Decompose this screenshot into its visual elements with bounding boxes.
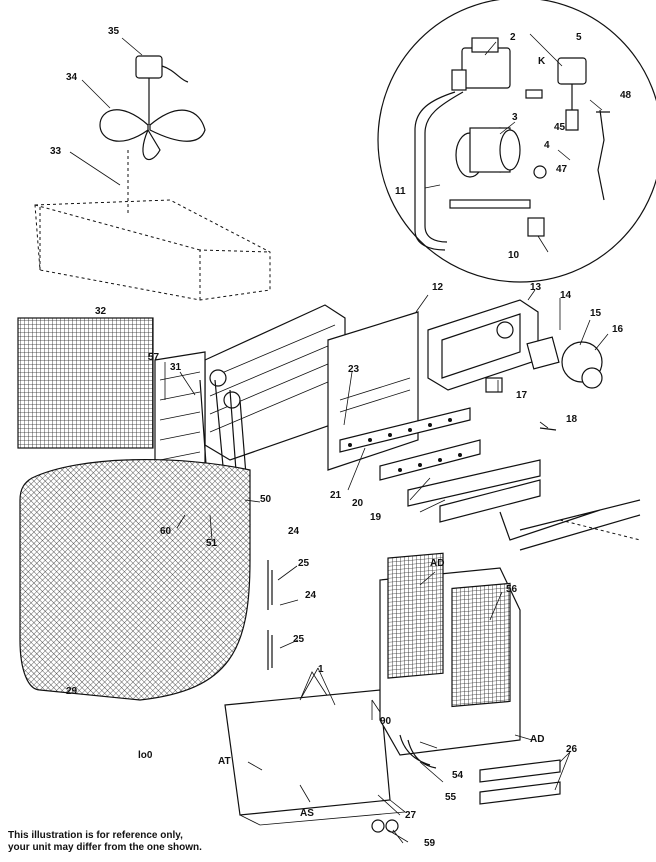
disclaimer-line-2: your unit may differ from the one shown.	[8, 842, 202, 853]
callout-25-lower: 25	[293, 634, 305, 645]
callout-13: 13	[530, 282, 542, 293]
callout-26: 26	[566, 744, 578, 755]
callout-60: 60	[160, 526, 172, 537]
callout-AS: AS	[300, 808, 314, 819]
coil-grille	[17, 317, 154, 449]
callout-12: 12	[432, 282, 444, 293]
callout-59: 59	[424, 838, 436, 849]
callout-18: 18	[566, 414, 578, 425]
fan-blade	[81, 79, 206, 161]
rail-lower	[479, 781, 561, 805]
grommet-right	[385, 819, 399, 833]
callout-54: 54	[452, 770, 464, 781]
callout-50: 50	[260, 494, 272, 505]
callout-24-lower: 24	[305, 590, 317, 601]
hand-annotation: lo0	[138, 750, 153, 761]
callout-1: 1	[318, 664, 324, 675]
callout-AD-lower: AD	[530, 734, 544, 745]
callout-25-upper: 25	[298, 558, 310, 569]
base-pan	[224, 689, 391, 816]
refrigerant-tubes	[199, 379, 251, 526]
callout-AD-upper: AD	[430, 558, 444, 569]
callout-34: 34	[66, 72, 78, 83]
reference-disclaimer: This illustration is for reference only,…	[8, 830, 328, 854]
callout-48: 48	[620, 90, 632, 101]
inset-bracket	[449, 199, 531, 209]
limit-switch	[527, 217, 545, 237]
callout-K: K	[538, 56, 546, 67]
callout-27: 27	[405, 810, 417, 821]
callout-4: 4	[544, 140, 550, 151]
callout-90: 90	[380, 716, 392, 727]
gas-valve-top	[471, 37, 499, 53]
inducer-motor	[485, 336, 603, 393]
gas-valve-inlet	[451, 69, 467, 91]
callout-47: 47	[556, 164, 568, 175]
callout-2: 2	[510, 32, 516, 43]
pressure-switch	[557, 57, 587, 85]
burner-manifolds	[339, 407, 541, 523]
callout-21: 21	[330, 490, 342, 501]
callout-10: 10	[508, 250, 520, 261]
callout-35: 35	[108, 26, 120, 37]
rail-upper	[479, 759, 561, 783]
callout-14: 14	[560, 290, 572, 301]
inducer-housing	[427, 299, 539, 391]
callout-20: 20	[352, 498, 364, 509]
callout-11: 11	[395, 186, 406, 197]
callout-15: 15	[590, 308, 602, 319]
callout-29: 29	[66, 686, 78, 697]
side-bracket-lower	[267, 630, 273, 670]
disclaimer-line-1: This illustration is for reference only,	[8, 830, 183, 841]
gas-valve-inset	[377, 0, 656, 283]
condenser-fan-motor	[121, 37, 189, 125]
filter-frame	[379, 552, 521, 756]
top-cover	[34, 199, 271, 301]
gas-pipe	[414, 91, 456, 251]
callout-19: 19	[370, 512, 382, 523]
callout-32: 32	[95, 306, 107, 317]
callout-AT: AT	[218, 756, 231, 767]
side-bracket	[267, 560, 273, 610]
callout-5: 5	[576, 32, 582, 43]
callout-16: 16	[612, 324, 624, 335]
coil-guard	[19, 459, 251, 701]
heat-exchanger	[204, 304, 346, 461]
callout-55: 55	[445, 792, 457, 803]
callout-57: 57	[148, 352, 160, 363]
callout-31: 31	[170, 362, 182, 373]
gas-manifold-pipe	[499, 499, 641, 551]
callout-3: 3	[512, 112, 518, 123]
callout-56: 56	[506, 584, 518, 595]
callout-51: 51	[206, 538, 218, 549]
grommet-left	[371, 819, 385, 833]
callout-33: 33	[50, 146, 62, 157]
callout-23: 23	[348, 364, 360, 375]
screw	[539, 427, 557, 431]
callout-45: 45	[554, 122, 566, 133]
drain-tube	[399, 734, 437, 769]
callout-17: 17	[516, 390, 528, 401]
callout-24-upper: 24	[288, 526, 300, 537]
